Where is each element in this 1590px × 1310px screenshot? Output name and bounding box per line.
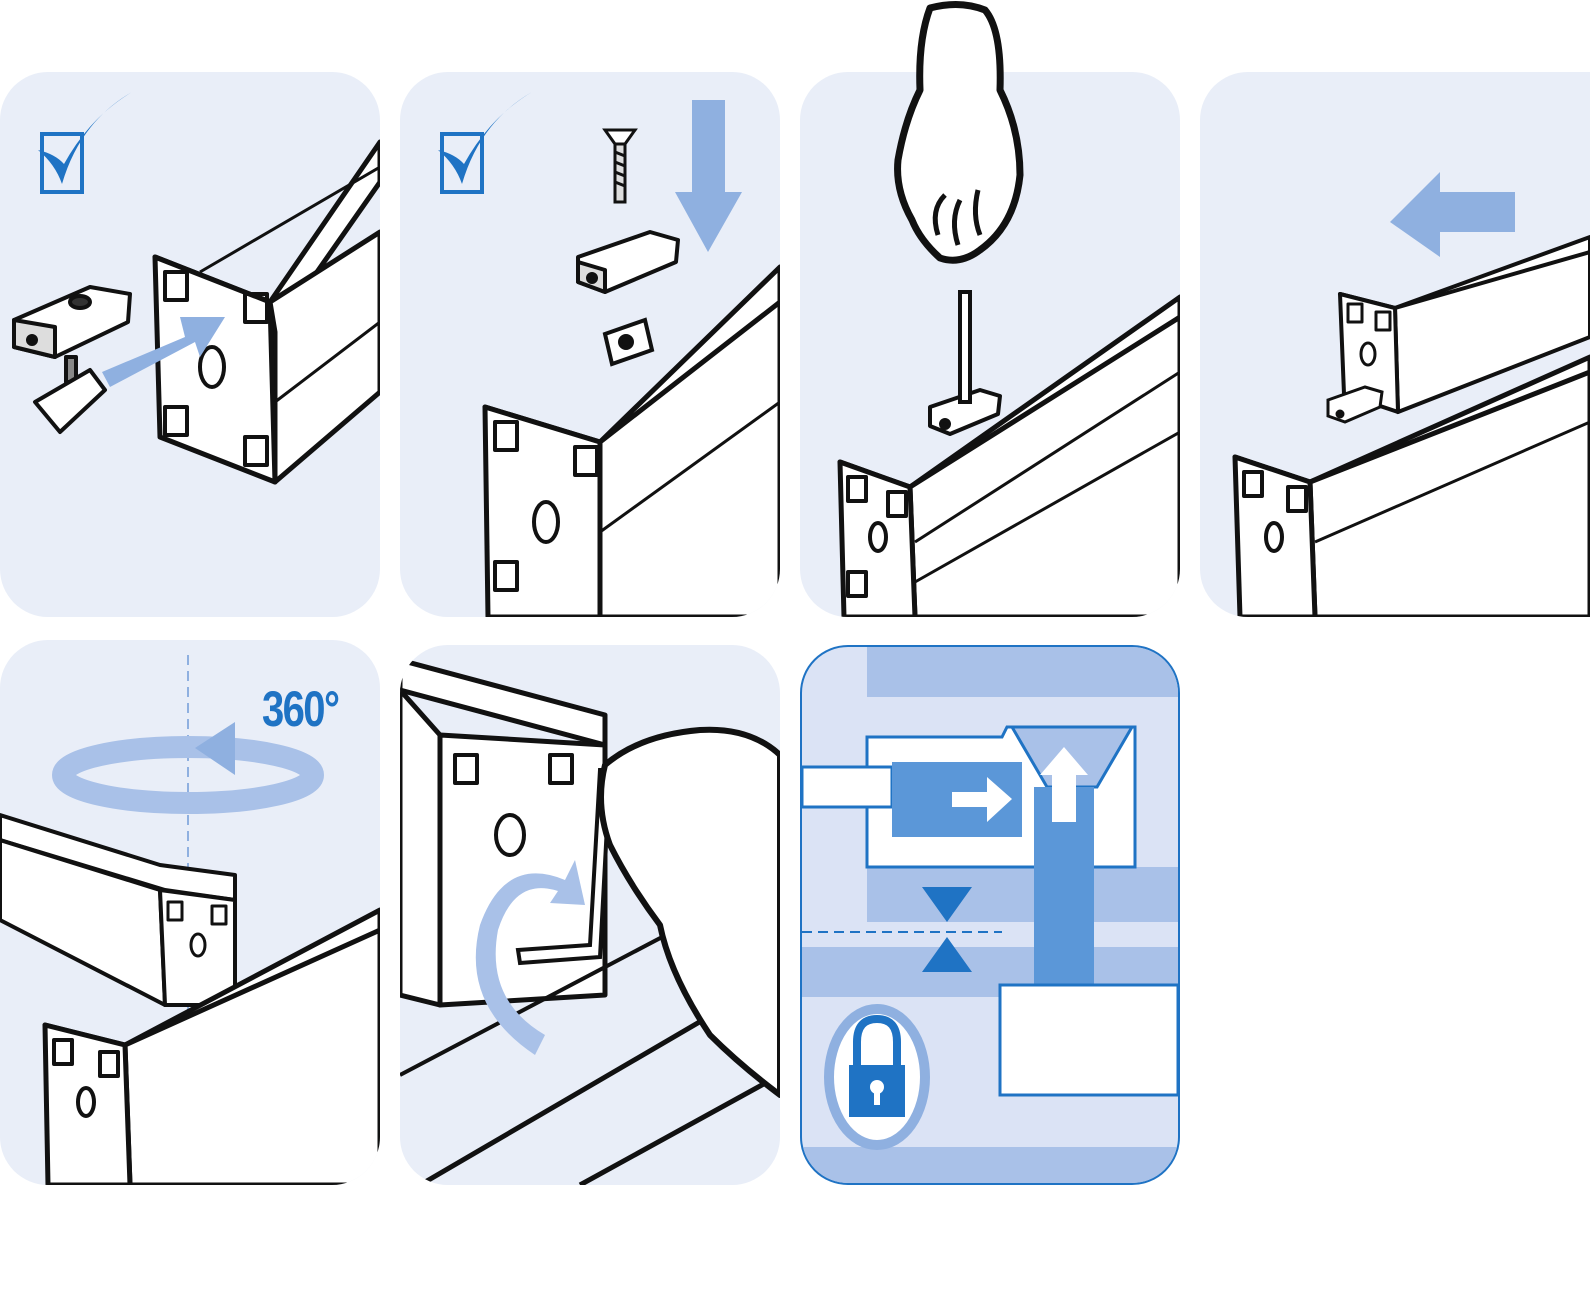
rotation-arrow [475, 860, 585, 1055]
checkbox-checked-icon [438, 92, 532, 194]
step-7-illustration [802, 647, 1178, 1183]
step-4-panel [1200, 72, 1590, 617]
slot-nut [1326, 385, 1384, 424]
hand-icon [894, 1, 1024, 264]
slot-nut [576, 230, 680, 294]
bottom-band [802, 1147, 1178, 1183]
step-7-panel [800, 645, 1180, 1185]
step-1-illustration [12, 92, 380, 485]
slot-nut [12, 285, 132, 434]
screw [602, 128, 638, 204]
step-5-illustration [0, 655, 380, 1185]
rotation-arrow [52, 722, 324, 814]
middle-band [867, 867, 1178, 922]
step-3-illustration [837, 290, 1180, 617]
step-6-panel [400, 645, 780, 1185]
base-block [998, 983, 1178, 1097]
hex-key [958, 290, 972, 404]
step-6-illustration [400, 657, 780, 1185]
aluminium-profile-bottom [1232, 354, 1590, 617]
step-2-illustration [438, 92, 780, 617]
left-arrow [1390, 172, 1515, 257]
aluminium-profile-top [1338, 235, 1590, 414]
step-1-panel [0, 72, 380, 617]
insert-arrow [102, 317, 225, 387]
upper-plate [867, 647, 1178, 697]
hand-icon [598, 726, 780, 1098]
aluminium-profile [837, 294, 1180, 617]
checkbox-checked-icon [38, 92, 132, 194]
step-4-illustration [1232, 172, 1590, 617]
rotation-degree-label: 360° [262, 681, 340, 737]
slot-insert [602, 317, 655, 367]
lock-icon [824, 1004, 930, 1150]
slot-nut [928, 388, 1002, 436]
down-arrow [675, 100, 742, 252]
aluminium-profile-rotated [0, 813, 237, 1007]
aluminium-profile [152, 139, 380, 485]
step-2-panel [400, 72, 780, 617]
clamping-gap-marker [802, 887, 1002, 972]
threaded-bolt-horizontal [892, 762, 1022, 837]
step-5-panel: 360° [0, 640, 380, 1185]
aluminium-profile [482, 264, 780, 617]
aluminium-profile-base [42, 907, 380, 1185]
